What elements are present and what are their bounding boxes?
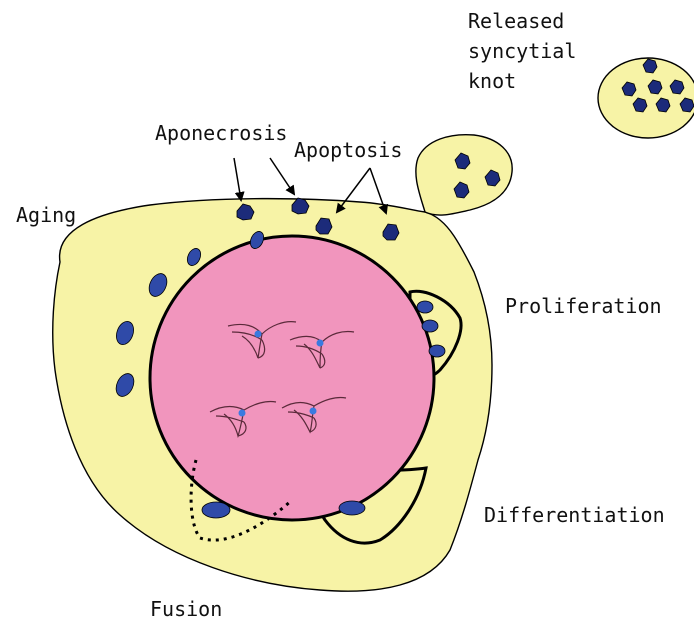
cytotrophoblast-nucleus	[429, 345, 445, 357]
released-knot-label-line2: syncytial	[468, 39, 576, 63]
fibroblast-nucleus	[255, 331, 262, 338]
fibroblast-nucleus	[239, 410, 246, 417]
released-knot-label-line3: knot	[468, 69, 516, 93]
aging-label: Aging	[16, 203, 76, 227]
aponecrosis-arrow-1	[234, 158, 241, 200]
fibroblast-nucleus	[317, 340, 324, 347]
cytotrophoblast-nucleus	[339, 501, 365, 515]
cytotrophoblast-nucleus	[422, 320, 438, 332]
fibroblast-nucleus	[310, 408, 317, 415]
proliferation-label: Proliferation	[505, 294, 662, 318]
aponecrosis-arrow-2	[270, 158, 294, 194]
released-knot-label-line1: Released	[468, 9, 564, 33]
fusing-cell-nucleus	[202, 502, 230, 518]
aponecrosis-label: Aponecrosis	[155, 121, 287, 145]
fusion-label: Fusion	[150, 597, 222, 621]
apoptosis-label: Apoptosis	[294, 138, 402, 162]
differentiation-label: Differentiation	[484, 503, 665, 527]
cytotrophoblast-nucleus	[417, 301, 433, 313]
